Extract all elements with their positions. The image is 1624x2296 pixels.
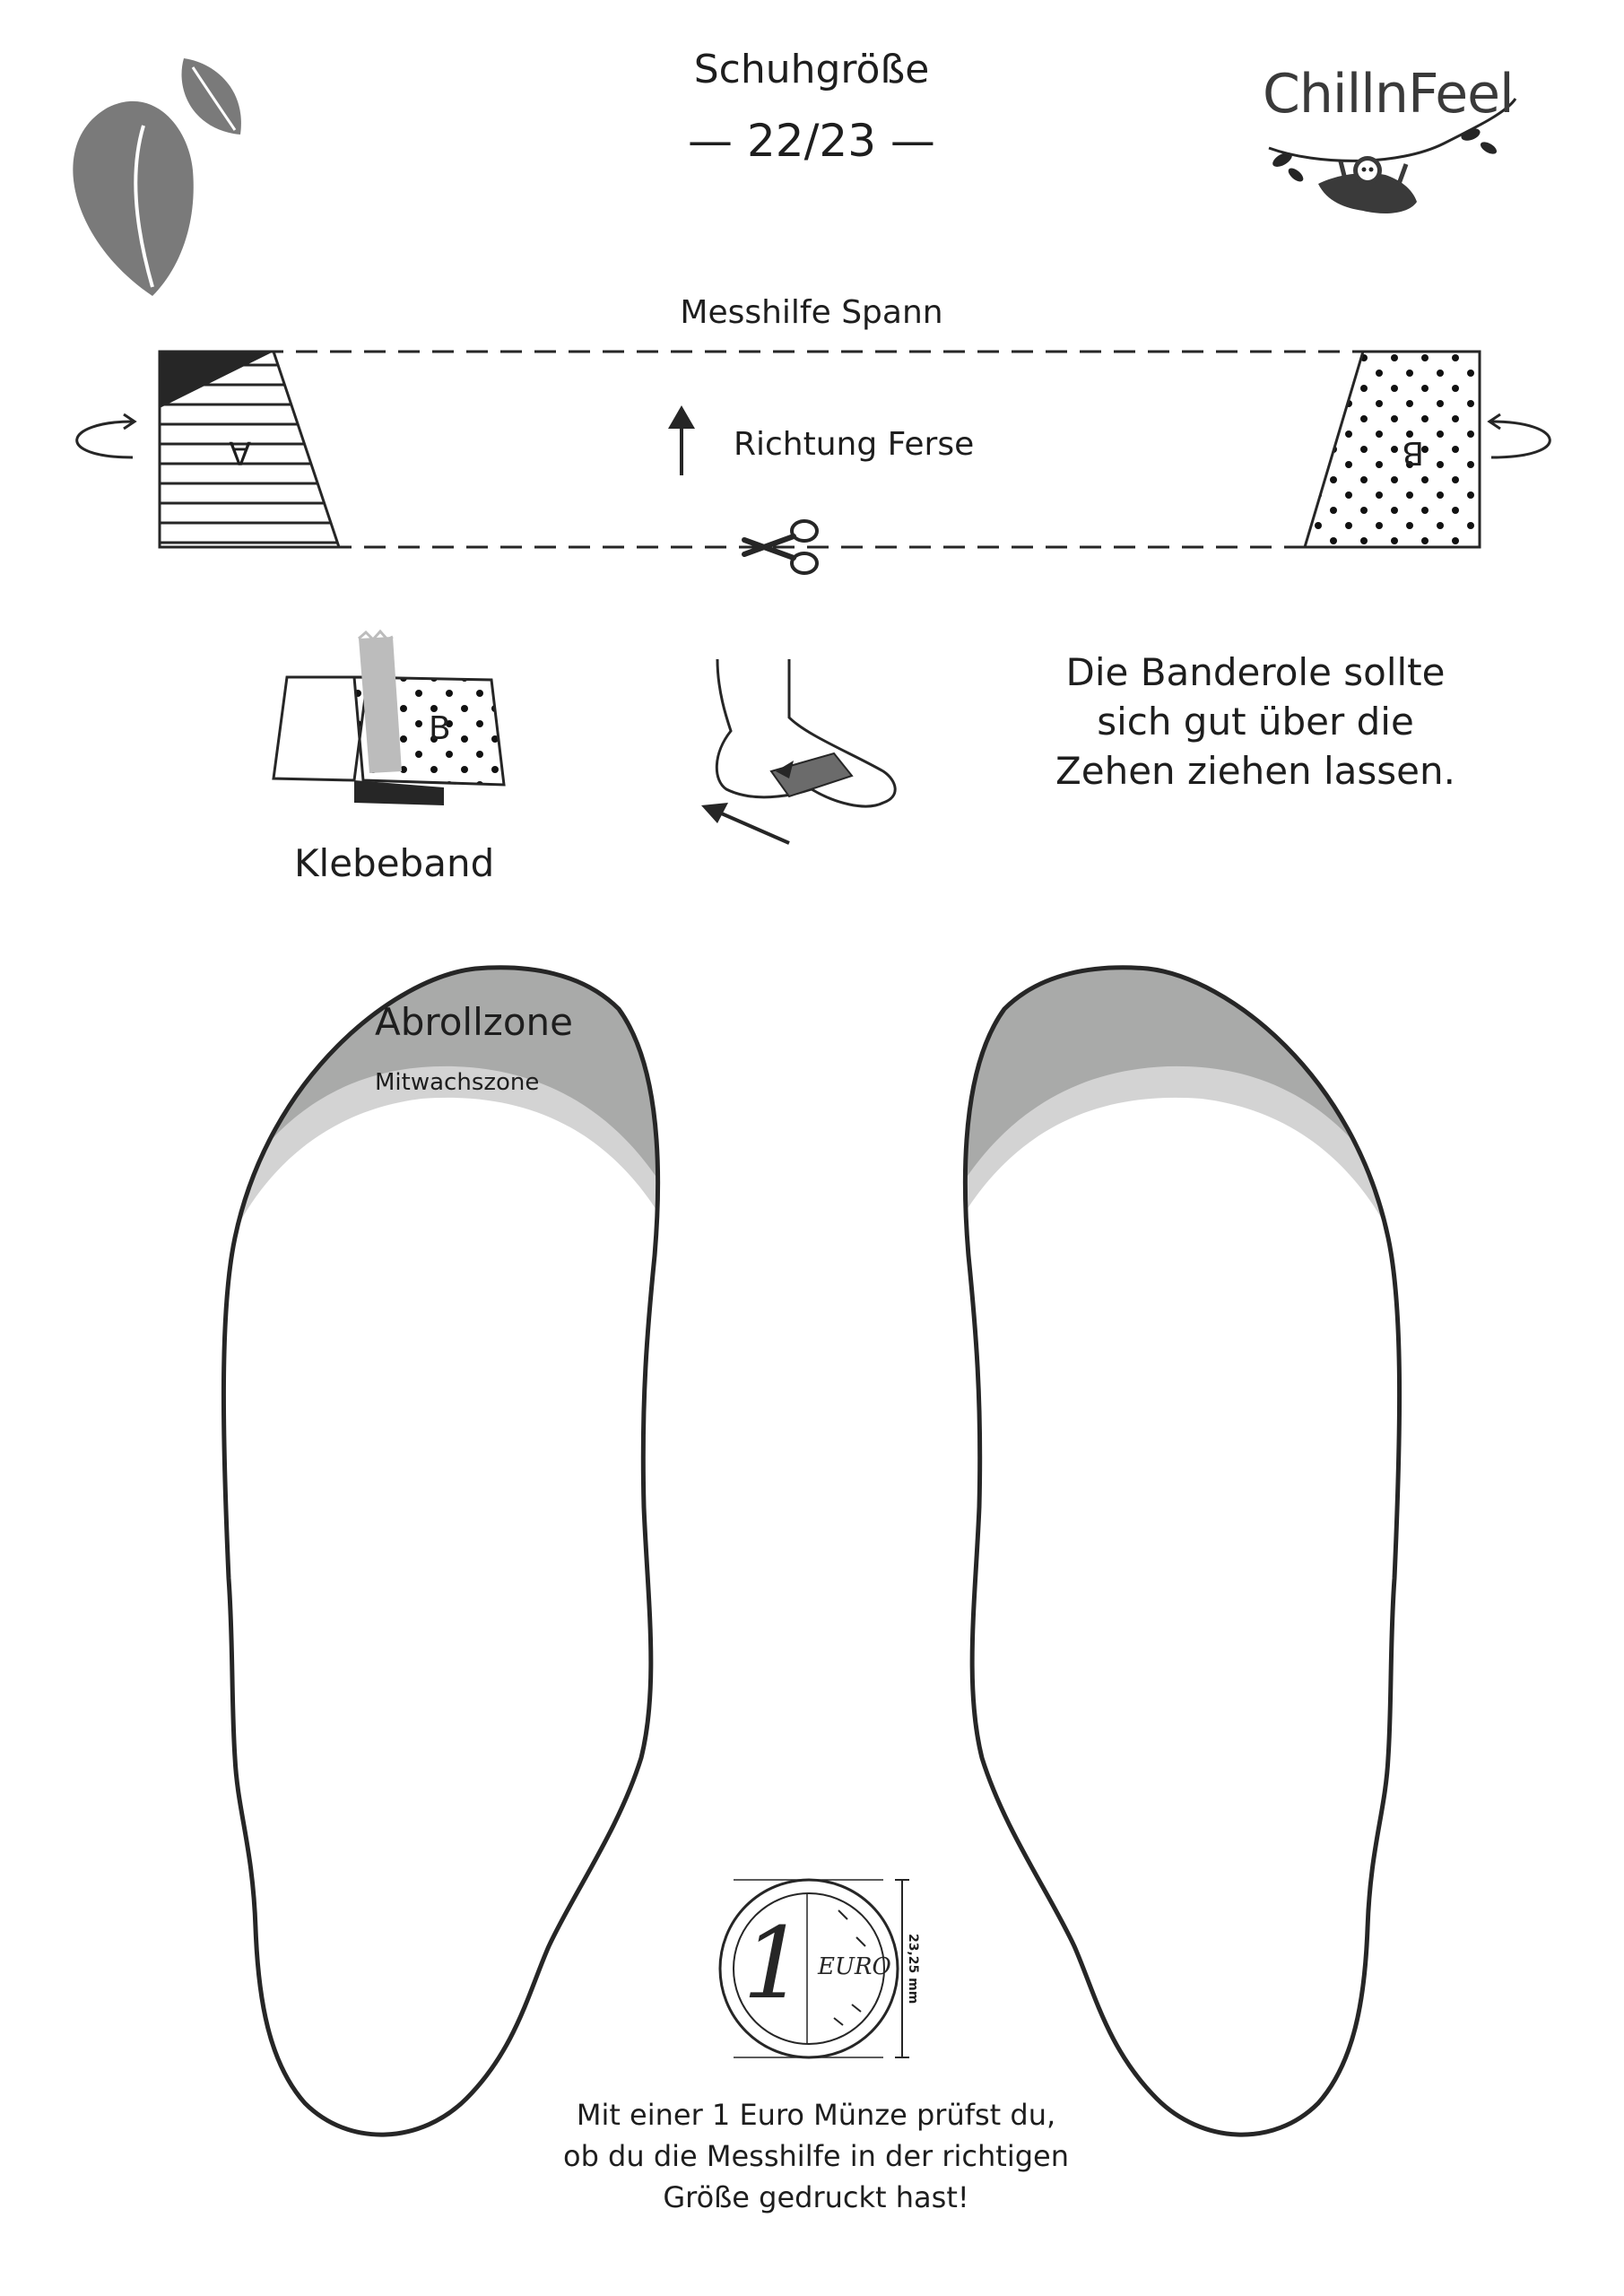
direction-label: Richtung Ferse <box>734 426 975 463</box>
tape-letter: B <box>429 710 451 747</box>
tape-label: Klebeband <box>294 841 495 885</box>
sloth-logo-icon <box>1268 98 1517 213</box>
banderole-note-line: Die Banderole sollte <box>1065 650 1446 694</box>
right-sole <box>962 965 1403 2137</box>
banderole-note: Die Banderole sollte sich gut über die Z… <box>1009 648 1502 796</box>
coin-value: 1 <box>743 1906 805 2021</box>
scissors-icon <box>742 519 819 575</box>
coin-note-line: ob du die Messhilfe in der richtigen <box>562 2139 1070 2173</box>
coin-note: Mit einer 1 Euro Münze prüfst du, ob du … <box>502 2094 1130 2218</box>
strap-title: Messhilfe Spann <box>680 294 943 331</box>
left-sole <box>221 965 661 2137</box>
strap-end-b-label: B <box>1402 434 1424 471</box>
banderole-note-line: sich gut über die <box>1097 700 1414 744</box>
strap-end-a-label: A <box>229 434 251 471</box>
tape-illustration <box>272 629 506 805</box>
measuring-strap <box>75 350 1551 549</box>
zone-grow-label: Mitwachszone <box>375 1069 540 1096</box>
zone-main-label: Abrollzone <box>375 1000 573 1044</box>
shoe-size: — 22/23 — <box>688 115 935 167</box>
foot-illustration <box>701 658 897 845</box>
brand-logo: ChillnFeel <box>1263 63 1515 126</box>
direction-up-arrow-icon <box>668 405 695 475</box>
coin-currency: EURO <box>818 1953 891 1980</box>
coin-note-line: Größe gedruckt hast! <box>663 2180 969 2214</box>
banderole-note-line: Zehen ziehen lassen. <box>1055 749 1455 793</box>
coin-note-line: Mit einer 1 Euro Münze prüfst du, <box>576 2098 1056 2132</box>
page-title: Schuhgröße <box>693 47 930 92</box>
euro-coin-icon <box>718 1878 909 2059</box>
coin-dimension: 23,25 mm <box>906 1934 920 2005</box>
leaf-logo-icon <box>73 58 241 296</box>
